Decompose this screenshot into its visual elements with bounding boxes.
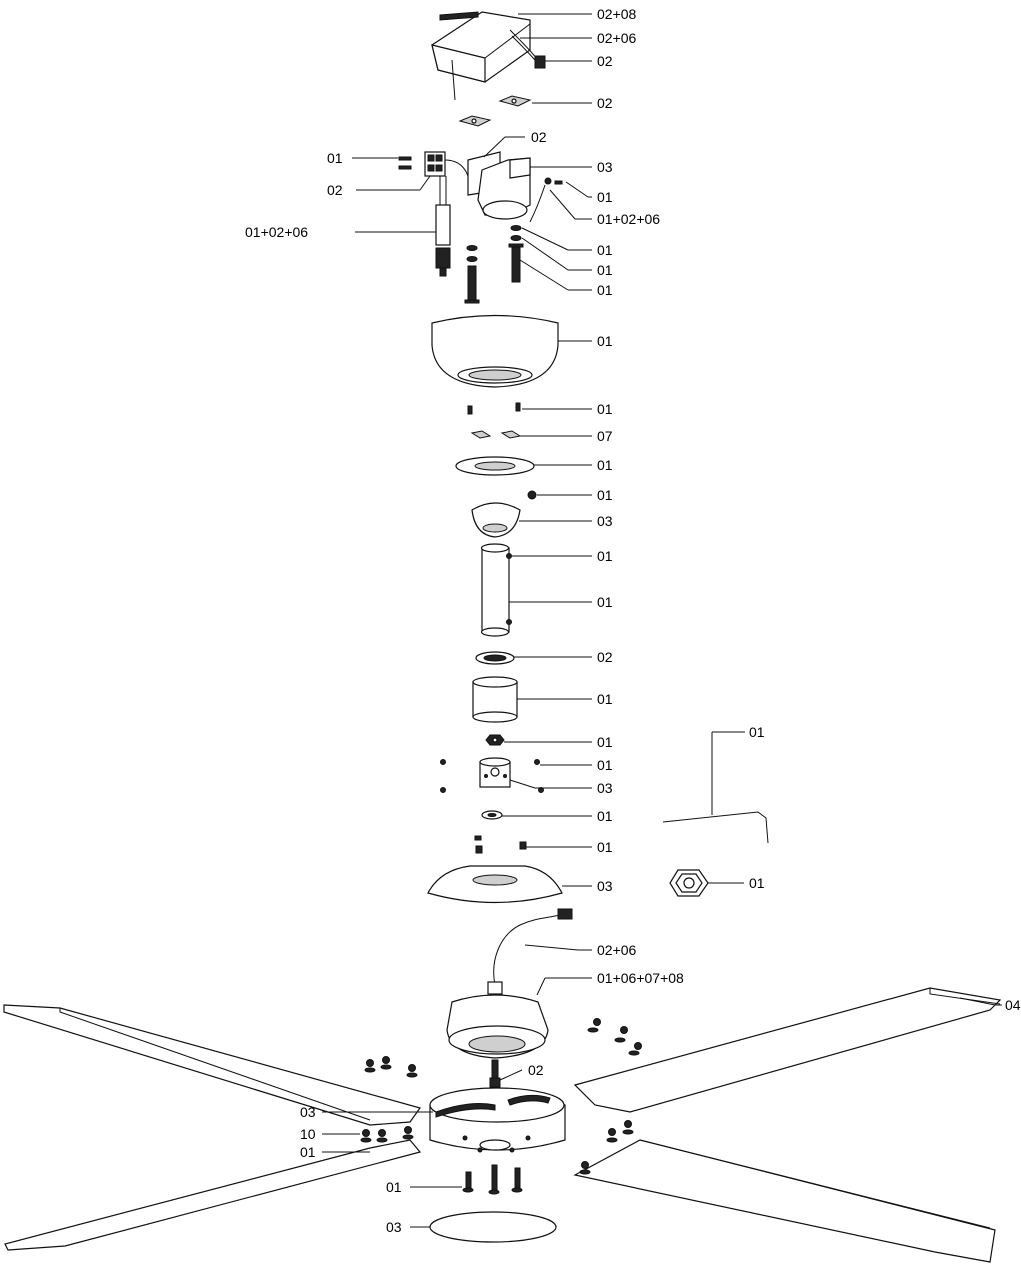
allen-key bbox=[662, 811, 769, 844]
rubber-pads bbox=[470, 430, 522, 439]
hex-nut bbox=[485, 734, 505, 746]
label-canopy: 01 bbox=[597, 333, 613, 349]
motor bbox=[446, 981, 549, 1088]
label-motor-connector: 02 bbox=[528, 1062, 544, 1078]
hanger-ball bbox=[471, 502, 521, 538]
label-ground-wire: 01+02+06 bbox=[597, 211, 661, 227]
canopy-ring bbox=[455, 456, 535, 476]
spare-hex-nut bbox=[669, 869, 709, 897]
coupling-hub bbox=[440, 757, 544, 793]
label-blade-screws: 10 bbox=[300, 1126, 316, 1142]
motor-wire bbox=[493, 908, 573, 986]
label-blade-washers: 01 bbox=[300, 1144, 316, 1160]
leader-lines bbox=[322, 13, 1002, 1228]
label-terminal-block: 02 bbox=[327, 182, 343, 198]
label-spare-nut: 01 bbox=[749, 875, 765, 891]
label-flat-washer: 01 bbox=[597, 808, 613, 824]
blade-hub bbox=[429, 1087, 566, 1153]
label-cover-screws: 01 bbox=[597, 839, 613, 855]
bolt-left bbox=[464, 265, 480, 304]
label-control-box-top: 02+08 bbox=[597, 6, 637, 22]
label-canopy-screws: 01 bbox=[597, 401, 613, 417]
washer-4 bbox=[466, 256, 478, 262]
downrod bbox=[480, 543, 512, 637]
flat-washer bbox=[481, 810, 503, 820]
cover-screws bbox=[474, 835, 527, 854]
blade-lower-right bbox=[573, 1139, 996, 1263]
bottom-cap bbox=[429, 1211, 557, 1243]
label-hub-bolts: 01 bbox=[386, 1179, 402, 1195]
label-blade-hub: 03 bbox=[300, 1104, 316, 1120]
label-motor-wire: 02+06 bbox=[597, 942, 637, 958]
label-supply-cable: 01+02+06 bbox=[245, 224, 309, 240]
label-set-screw: 01 bbox=[597, 487, 613, 503]
canopy bbox=[431, 314, 559, 388]
label-coupling-hub: 03 bbox=[597, 780, 613, 796]
blade-upper-right bbox=[573, 987, 1002, 1113]
washer-1 bbox=[510, 225, 522, 231]
label-canopy-ring: 01 bbox=[597, 457, 613, 473]
coupling-cover bbox=[472, 676, 518, 723]
label-washer-1: 01 bbox=[597, 242, 613, 258]
label-hex-nut: 01 bbox=[597, 734, 613, 750]
label-hub-screws: 01 bbox=[597, 757, 613, 773]
coupling-ring bbox=[475, 651, 515, 665]
hanger-bracket bbox=[467, 151, 563, 223]
label-ground-screw: 01 bbox=[597, 189, 613, 205]
label-motor-cover: 03 bbox=[597, 878, 613, 894]
label-hanger-bracket: 03 bbox=[597, 159, 613, 175]
label-allen-key: 01 bbox=[749, 724, 765, 740]
motor-cover bbox=[427, 865, 563, 904]
label-coupling-ring: 02 bbox=[597, 649, 613, 665]
mounting-plate-left bbox=[458, 115, 492, 127]
label-downrod: 01 bbox=[597, 594, 613, 610]
bolt-right bbox=[508, 243, 524, 283]
label-blade: 04 bbox=[1005, 997, 1021, 1013]
label-hanger-ball: 03 bbox=[597, 513, 613, 529]
blade-upper-left bbox=[3, 1004, 421, 1126]
blade-screws bbox=[360, 1018, 642, 1175]
label-connector: 02 bbox=[597, 53, 613, 69]
set-screw bbox=[527, 490, 537, 500]
label-bottom-cap: 03 bbox=[386, 1219, 402, 1235]
label-terminal-screws: 01 bbox=[327, 150, 343, 166]
label-bracket-plate: 02 bbox=[531, 129, 547, 145]
label-motor: 01+06+07+08 bbox=[597, 970, 684, 986]
label-mounting-plate: 02 bbox=[597, 95, 613, 111]
label-washer-2: 01 bbox=[597, 262, 613, 278]
label-downrod-pin: 01 bbox=[597, 548, 613, 564]
label-rubber-pads: 07 bbox=[597, 428, 613, 444]
hub-bolts bbox=[462, 1164, 523, 1195]
control-box bbox=[431, 11, 546, 101]
washer-2 bbox=[510, 235, 522, 241]
blade-lower-left bbox=[4, 1139, 422, 1251]
label-bolt: 01 bbox=[597, 282, 613, 298]
washer-3 bbox=[466, 245, 478, 251]
screws-small bbox=[467, 402, 521, 415]
label-control-box-wires: 02+06 bbox=[597, 30, 637, 46]
terminal-block bbox=[398, 151, 471, 277]
label-coupling-cover: 01 bbox=[597, 691, 613, 707]
mounting-plate-right bbox=[498, 95, 532, 107]
